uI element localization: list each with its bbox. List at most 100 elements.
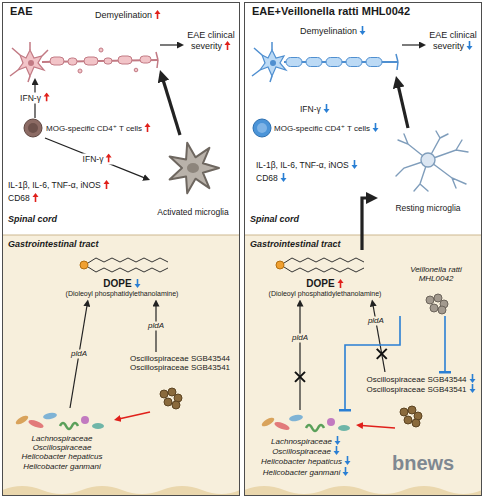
t-cell bbox=[28, 123, 38, 133]
cytokine-label: IL-1β, IL-6, TNF-α, iNOS bbox=[8, 180, 101, 190]
arrow-head bbox=[343, 472, 349, 476]
arrow-head bbox=[144, 123, 150, 127]
marker-label: CD68 bbox=[256, 173, 278, 183]
panel-ground bbox=[244, 235, 482, 496]
node-text: Activated microglia bbox=[157, 207, 228, 217]
node-text: Oscillospiraceae SGB43544 bbox=[366, 375, 466, 384]
veillonella-cluster bbox=[426, 294, 448, 314]
connector bbox=[444, 316, 446, 372]
node-text: Helicobacter hepaticus bbox=[261, 457, 342, 466]
node-text: Oscillospiraceae bbox=[33, 443, 92, 452]
connector bbox=[299, 302, 300, 410]
damaged-neuron bbox=[156, 52, 158, 68]
increase-arrow bbox=[144, 123, 151, 132]
damaged-neuron bbox=[50, 57, 64, 65]
dope-molecule bbox=[80, 261, 88, 269]
text-line: Spinal cord bbox=[8, 214, 57, 224]
arrow-head bbox=[106, 154, 112, 158]
edge-label: pldA bbox=[292, 334, 308, 343]
text-line: Gastrointestinal tract bbox=[8, 239, 99, 249]
node-text: DOPE bbox=[306, 278, 334, 289]
edge-label: pldA bbox=[148, 321, 164, 330]
epithelium-band bbox=[3, 486, 241, 496]
decrease-arrow bbox=[359, 26, 366, 35]
gut-bacteria bbox=[338, 425, 350, 431]
damaged-neuron bbox=[104, 58, 112, 64]
edge-label: pldA bbox=[368, 317, 384, 326]
node-text: Spinal cord bbox=[250, 214, 299, 224]
text-line: Lachnospiraceae bbox=[258, 436, 354, 446]
marker-label: CD68 bbox=[256, 173, 287, 184]
panel: EAE+Veillonella ratti MHL0042Spinal cord… bbox=[244, 2, 482, 496]
text-line: DOPE bbox=[260, 278, 390, 290]
gut-bacteria bbox=[81, 416, 89, 424]
edge-label: IFN-γ bbox=[20, 93, 41, 103]
arrow-head bbox=[344, 461, 350, 465]
text-line: DOPE bbox=[54, 278, 190, 290]
activated-microglia bbox=[187, 163, 199, 173]
damaged-neuron bbox=[134, 68, 138, 72]
text-line: Oscillospiraceae SGB43541 bbox=[364, 384, 478, 394]
text-line: EAE clinical severity bbox=[427, 31, 479, 52]
outcome-box: EAE clinical severity bbox=[426, 30, 480, 53]
gut-bacteria bbox=[306, 425, 324, 431]
edge-label: IFN-γ bbox=[81, 154, 115, 165]
damaged-neuron bbox=[99, 48, 103, 52]
intact-neuron bbox=[396, 54, 398, 70]
node-text: (Dioleoyl phosphatidylethanolamine) bbox=[66, 290, 179, 297]
watermark: bnews bbox=[392, 452, 454, 474]
node-text: (Dioleoyl phosphatidylethanolamine) bbox=[269, 290, 382, 297]
panel-border bbox=[245, 3, 482, 496]
panel-border bbox=[3, 3, 482, 496]
text-line: Oscillospiraceae SGB43544 bbox=[364, 374, 478, 384]
node-text: Gastrointestinal tract bbox=[250, 239, 341, 249]
arrow-head bbox=[372, 128, 378, 132]
decrease-arrow bbox=[466, 41, 473, 50]
arrow-head bbox=[280, 178, 286, 182]
arrow-head bbox=[469, 379, 475, 383]
decrease-arrow bbox=[469, 384, 476, 393]
decrease-arrow bbox=[469, 374, 476, 383]
text-line: MOG-specific CD4⁺ T cells bbox=[46, 123, 180, 133]
damaged-neuron bbox=[68, 58, 77, 65]
increase-arrow bbox=[105, 154, 112, 163]
metabolite-box: DOPE(Dioleoyl phosphatidylethanolamine) bbox=[52, 250, 192, 300]
t-cell-node: MOG-specific CD4⁺ T cells bbox=[252, 118, 398, 138]
increase-arrow bbox=[154, 10, 161, 19]
decrease-arrow bbox=[134, 279, 141, 288]
dope-molecule bbox=[284, 258, 364, 263]
veillonella-cluster bbox=[426, 296, 434, 304]
region-band: Spinal cordDemyelinationEAE clinical sev… bbox=[244, 2, 482, 235]
node-text: EAE bbox=[10, 5, 33, 17]
decrease-arrow bbox=[333, 446, 340, 455]
decrease-arrow bbox=[342, 467, 349, 476]
text-line: Oscillospiraceae bbox=[258, 446, 354, 456]
connector bbox=[345, 316, 400, 410]
intact-neuron bbox=[252, 42, 398, 82]
damaged-neuron bbox=[140, 56, 151, 63]
blocked-mark bbox=[377, 349, 387, 359]
oscillospiraceae-cluster bbox=[412, 419, 420, 427]
oscillospiraceae-cluster bbox=[172, 401, 180, 409]
decrease-arrow bbox=[280, 173, 287, 182]
text-line: Gastrointestinal tract bbox=[250, 239, 341, 249]
node-text: Oscillospiraceae SGB43541 bbox=[366, 385, 466, 394]
gut-bacteria bbox=[60, 423, 78, 429]
text-line: Activated microglia bbox=[150, 208, 236, 218]
veillonella-cluster bbox=[438, 306, 446, 314]
blocked-mark bbox=[295, 372, 305, 382]
increase-arrow bbox=[32, 193, 39, 202]
node-text: DOPE bbox=[103, 278, 131, 289]
text-line: Veillonella ratti MHL0042 bbox=[393, 265, 479, 283]
panel-ground bbox=[2, 235, 240, 236]
connector bbox=[402, 44, 424, 45]
t-cell bbox=[24, 119, 271, 137]
decrease-arrow bbox=[334, 436, 341, 445]
node-text: EAE+Veillonella ratti MHL0042 bbox=[252, 5, 410, 17]
gut-bacteria bbox=[43, 412, 58, 420]
text-line: Helicobacter ganmani bbox=[258, 467, 354, 477]
epithelium-band bbox=[3, 486, 483, 496]
increase-arrow bbox=[103, 180, 110, 189]
